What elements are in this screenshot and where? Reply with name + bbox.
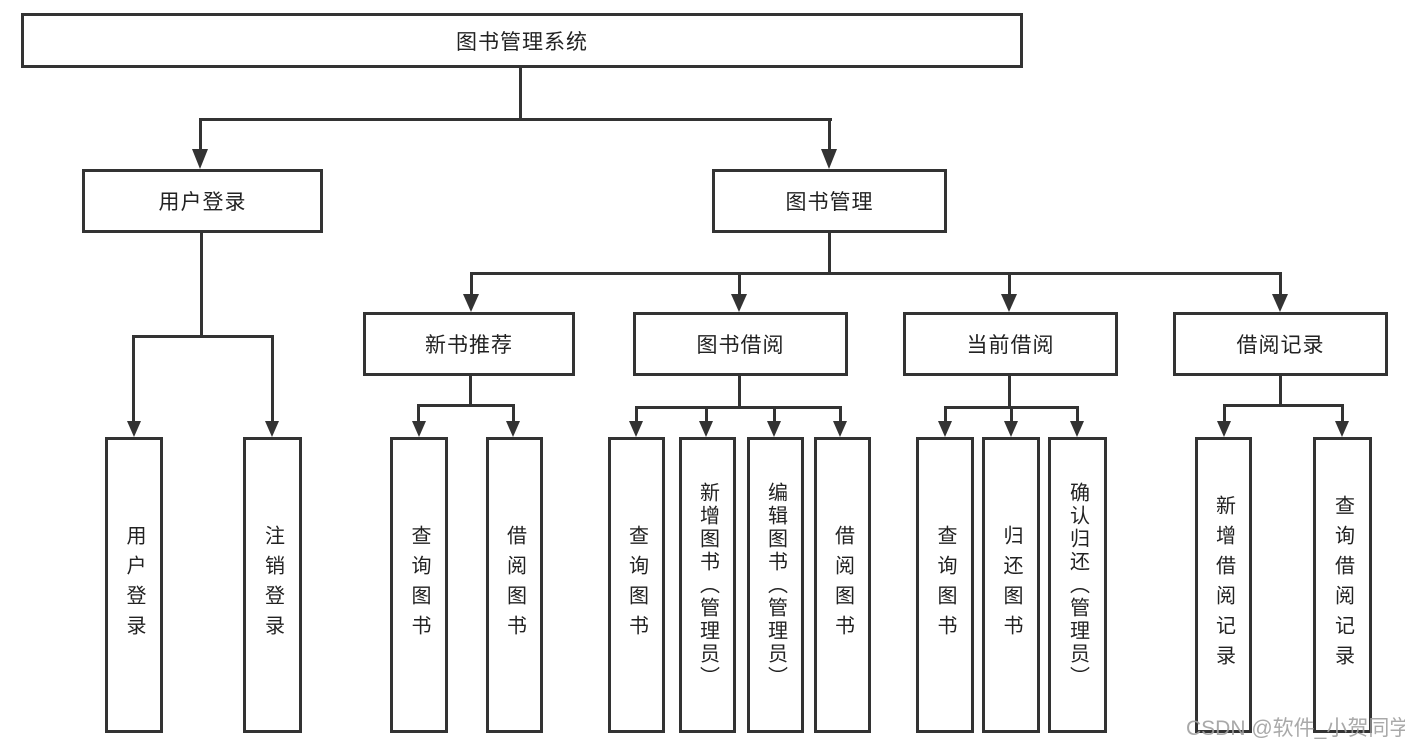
- node-label: 图书管理: [785, 191, 874, 214]
- node-label: 新书推荐: [425, 334, 513, 357]
- leaf-label: 用户登录: [123, 525, 145, 645]
- borrow-book-leaf: 借阅图书: [814, 437, 871, 733]
- arrow-head: [506, 421, 520, 437]
- connector-stub: [1008, 376, 1011, 409]
- query-borrow-record-leaf: 查询借阅记录: [1313, 437, 1372, 733]
- query-book-leaf: 查询图书: [390, 437, 448, 733]
- return-book-leaf: 归还图书: [982, 437, 1040, 733]
- arrow-head: [1070, 421, 1084, 437]
- leaf-label: 查询图书: [934, 525, 956, 645]
- node-label: 当前借阅: [966, 334, 1055, 357]
- new-book-recommend-node: 新书推荐: [363, 312, 575, 376]
- leaf-label: 注销登录: [261, 525, 284, 645]
- connector-line: [1076, 406, 1079, 423]
- book-borrow-node: 图书借阅: [633, 312, 848, 376]
- leaf-label: 借阅图书: [503, 525, 526, 645]
- leaf-label: 借阅图书: [831, 525, 854, 645]
- connector-split-level2: [199, 118, 832, 121]
- connector-line: [271, 335, 274, 423]
- connector-line: [1008, 272, 1011, 296]
- edit-book-admin-leaf: 编辑图书（管理员）: [747, 437, 804, 733]
- connector-split-login: [133, 335, 274, 338]
- leaf-label: 归还图书: [1000, 525, 1022, 645]
- arrow-head: [1335, 421, 1349, 437]
- add-borrow-record-leaf: 新增借阅记录: [1195, 437, 1252, 733]
- connector-line: [839, 406, 842, 423]
- connector-line: [1341, 404, 1344, 423]
- leaf-label: 查询图书: [625, 525, 648, 645]
- borrow-record-node: 借阅记录: [1173, 312, 1388, 376]
- query-book-leaf: 查询图书: [608, 437, 665, 733]
- leaf-label: 新增借阅记录: [1212, 495, 1235, 675]
- leaf-label: 确认归还（管理员）: [1066, 481, 1089, 689]
- arrow-head: [1272, 294, 1288, 312]
- csdn-watermark: CSDN @软件_小贺同学: [1186, 717, 1405, 740]
- connector-stub: [738, 376, 741, 409]
- connector-login-stub: [200, 233, 203, 337]
- node-label: 图书管理系统: [456, 30, 588, 54]
- node-label: 图书借阅: [696, 334, 785, 357]
- borrow-book-leaf: 借阅图书: [486, 437, 543, 733]
- arrow-head: [192, 149, 208, 169]
- arrow-head: [699, 421, 713, 437]
- connector-root-stub: [519, 68, 522, 120]
- connector-stub: [469, 376, 472, 407]
- arrow-head: [767, 421, 781, 437]
- node-label: 用户登录: [158, 191, 247, 214]
- connector-split: [418, 404, 515, 407]
- leaf-label: 查询借阅记录: [1331, 495, 1354, 675]
- connector-manage-stub: [828, 233, 831, 274]
- connector-line: [417, 404, 420, 423]
- arrow-head: [821, 149, 837, 169]
- connector-line: [1223, 404, 1226, 423]
- arrow-head: [1001, 294, 1017, 312]
- current-borrow-node: 当前借阅: [903, 312, 1118, 376]
- connector-line: [512, 404, 515, 423]
- connector-line: [132, 335, 135, 423]
- arrow-head: [938, 421, 952, 437]
- connector-split-level3: [470, 272, 1282, 275]
- arrow-head: [731, 294, 747, 312]
- logout-leaf: 注销登录: [243, 437, 302, 733]
- add-book-admin-leaf: 新增图书（管理员）: [679, 437, 736, 733]
- leaf-label: 查询图书: [408, 525, 430, 645]
- arrow-head: [412, 421, 426, 437]
- connector-line: [705, 406, 708, 423]
- connector-line: [635, 406, 638, 423]
- connector-line: [828, 118, 831, 152]
- root-node: 图书管理系统: [21, 13, 1023, 68]
- node-label: 借阅记录: [1236, 334, 1325, 357]
- leaf-label: 编辑图书（管理员）: [764, 481, 787, 689]
- connector-stub: [1279, 376, 1282, 407]
- user-login-node: 用户登录: [82, 169, 323, 233]
- book-management-node: 图书管理: [712, 169, 947, 233]
- connector-line: [738, 272, 741, 296]
- connector-split: [635, 406, 842, 409]
- connector-line: [1279, 272, 1282, 296]
- user-login-leaf: 用户登录: [105, 437, 163, 733]
- leaf-label: 新增图书（管理员）: [696, 481, 719, 689]
- arrow-head: [1004, 421, 1018, 437]
- connector-line: [470, 272, 473, 296]
- connector-line: [199, 118, 202, 152]
- connector-split: [1223, 404, 1344, 407]
- confirm-return-admin-leaf: 确认归还（管理员）: [1048, 437, 1107, 733]
- arrow-head: [265, 421, 279, 437]
- connector-line: [773, 406, 776, 423]
- arrow-head: [1217, 421, 1231, 437]
- connector-line: [1010, 406, 1013, 423]
- query-book-leaf: 查询图书: [916, 437, 974, 733]
- arrow-head: [463, 294, 479, 312]
- arrow-head: [127, 421, 141, 437]
- connector-line: [944, 406, 947, 423]
- arrow-head: [629, 421, 643, 437]
- arrow-head: [833, 421, 847, 437]
